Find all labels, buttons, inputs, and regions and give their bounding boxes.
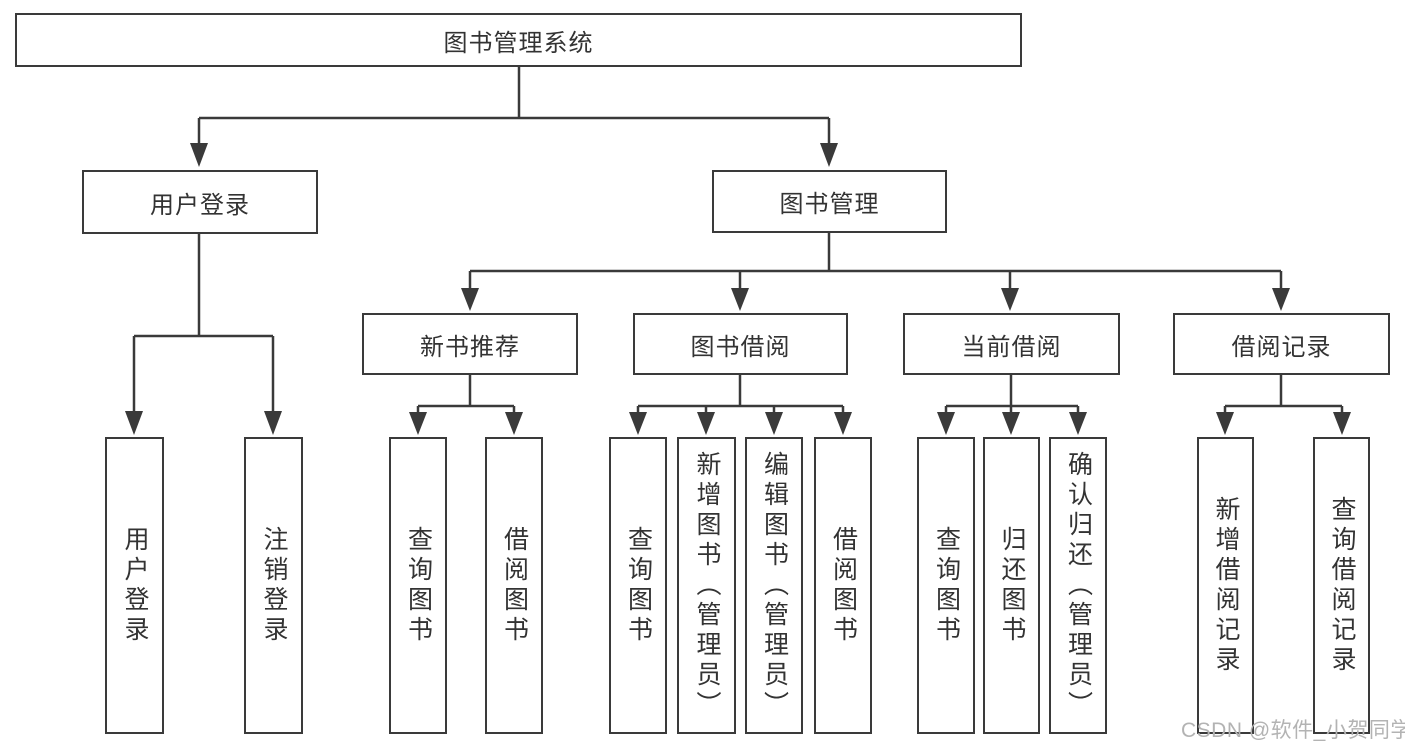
node-new-book-recommendation: 新书推荐 [362,313,578,375]
node-borrowing-records: 借阅记录 [1173,313,1390,375]
node-current-borrowing: 当前借阅 [903,313,1120,375]
leaf-query-books-recommend: 查询图书 [389,437,447,734]
leaf-return-books: 归还图书 [983,437,1040,734]
leaf-borrow-books: 借阅图书 [814,437,872,734]
leaf-query-books-current: 查询图书 [917,437,975,734]
leaf-user-login: 用户登录 [105,437,164,734]
leaf-confirm-return-admin: 确认归还（管理员） [1049,437,1107,734]
leaf-logout: 注销登录 [244,437,303,734]
leaf-borrow-books-recommend: 借阅图书 [485,437,543,734]
leaf-query-borrow-record: 查询借阅记录 [1313,437,1370,734]
node-library-management-system: 图书管理系统 [15,13,1022,67]
node-user-login: 用户登录 [82,170,318,234]
leaf-add-books-admin: 新增图书（管理员） [677,437,736,734]
csdn-watermark: CSDN @软件_小贺同学 [1181,719,1405,742]
leaf-edit-books-admin: 编辑图书（管理员） [745,437,803,734]
leaf-query-books-borrow: 查询图书 [609,437,667,734]
leaf-add-borrow-record: 新增借阅记录 [1197,437,1254,734]
node-book-borrowing: 图书借阅 [633,313,848,375]
node-book-management: 图书管理 [712,170,947,233]
